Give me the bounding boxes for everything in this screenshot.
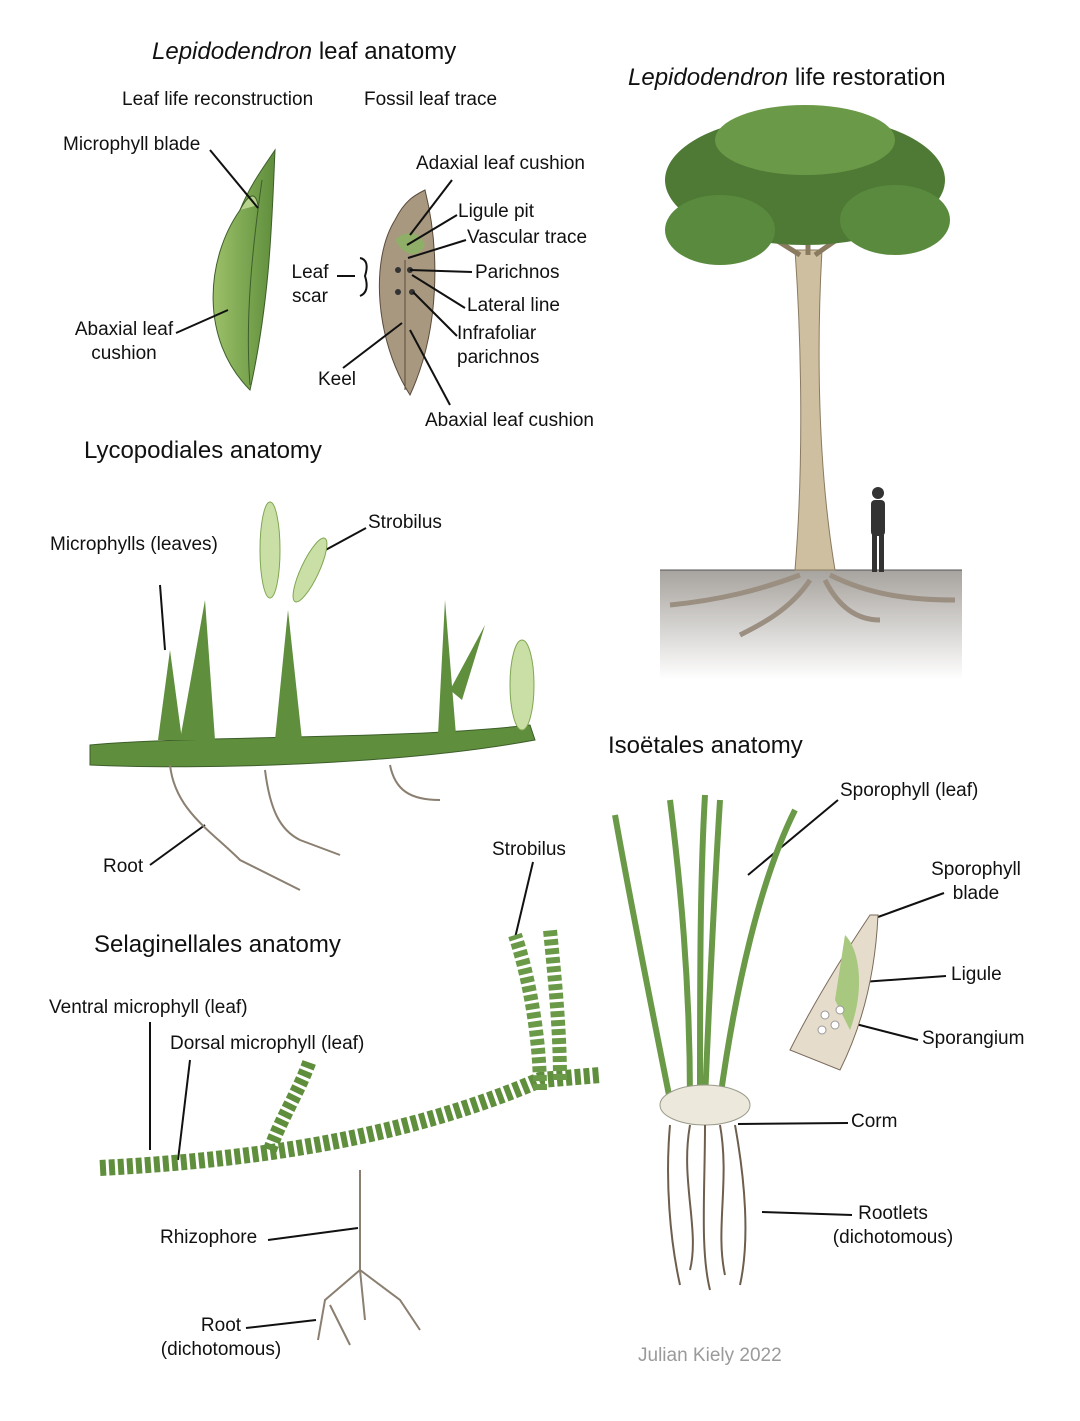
label-lyco-root: Root xyxy=(103,856,144,877)
credit: Julian Kiely 2022 xyxy=(638,1345,782,1366)
label-dorsal-microphyll: Dorsal microphyll (leaf) xyxy=(170,1033,365,1054)
label-rootlets: Rootlets(dichotomous) xyxy=(832,1203,954,1248)
label-microphyll-blade: Microphyll blade xyxy=(63,134,201,155)
selaginellales-plant xyxy=(99,929,601,1346)
label-sporophyll-leaf: Sporophyll (leaf) xyxy=(840,780,979,801)
label-corm: Corm xyxy=(851,1111,898,1132)
label-lateral-line: Lateral line xyxy=(467,295,560,316)
label-ligule-pit: Ligule pit xyxy=(458,201,535,222)
label-parichnos: Parichnos xyxy=(475,262,560,283)
title-lycopodiales: Lycopodiales anatomy xyxy=(84,437,322,464)
label-sela-strobilus: Strobilus xyxy=(492,839,566,860)
title-isoetales: Isoëtales anatomy xyxy=(608,732,803,759)
title-life-restoration: Lepidodendron life restoration xyxy=(628,64,946,91)
lepidodendron-tree xyxy=(660,105,962,680)
isoetales-plant xyxy=(612,794,879,1291)
subtitle-fossil-leaf: Fossil leaf trace xyxy=(364,89,498,110)
label-vascular-trace: Vascular trace xyxy=(467,227,588,248)
label-rhizophore: Rhizophore xyxy=(160,1227,258,1248)
title-leaf-anatomy: Lepidodendron leaf anatomy xyxy=(152,38,457,65)
label-lyco-strobilus: Strobilus xyxy=(368,512,442,533)
leaf-life-reconstruction xyxy=(212,148,276,391)
fossil-leaf-trace xyxy=(378,189,436,397)
subtitle-leaf-life: Leaf life reconstruction xyxy=(122,89,314,110)
label-microphylls: Microphylls (leaves) xyxy=(50,534,218,555)
human-silhouette xyxy=(871,487,885,572)
label-abaxial-fossil: Abaxial leaf cushion xyxy=(425,410,594,431)
label-sporangium: Sporangium xyxy=(922,1028,1025,1049)
label-keel: Keel xyxy=(318,369,357,390)
label-ventral-microphyll: Ventral microphyll (leaf) xyxy=(49,997,248,1018)
label-sela-root: Root(dichotomous) xyxy=(160,1315,282,1360)
label-adaxial-leaf-cushion: Adaxial leaf cushion xyxy=(416,153,585,174)
title-selaginellales: Selaginellales anatomy xyxy=(94,931,341,958)
label-ligule: Ligule xyxy=(951,964,1002,985)
lycopodiales-plant xyxy=(89,501,536,891)
leader-lines xyxy=(149,149,947,1329)
